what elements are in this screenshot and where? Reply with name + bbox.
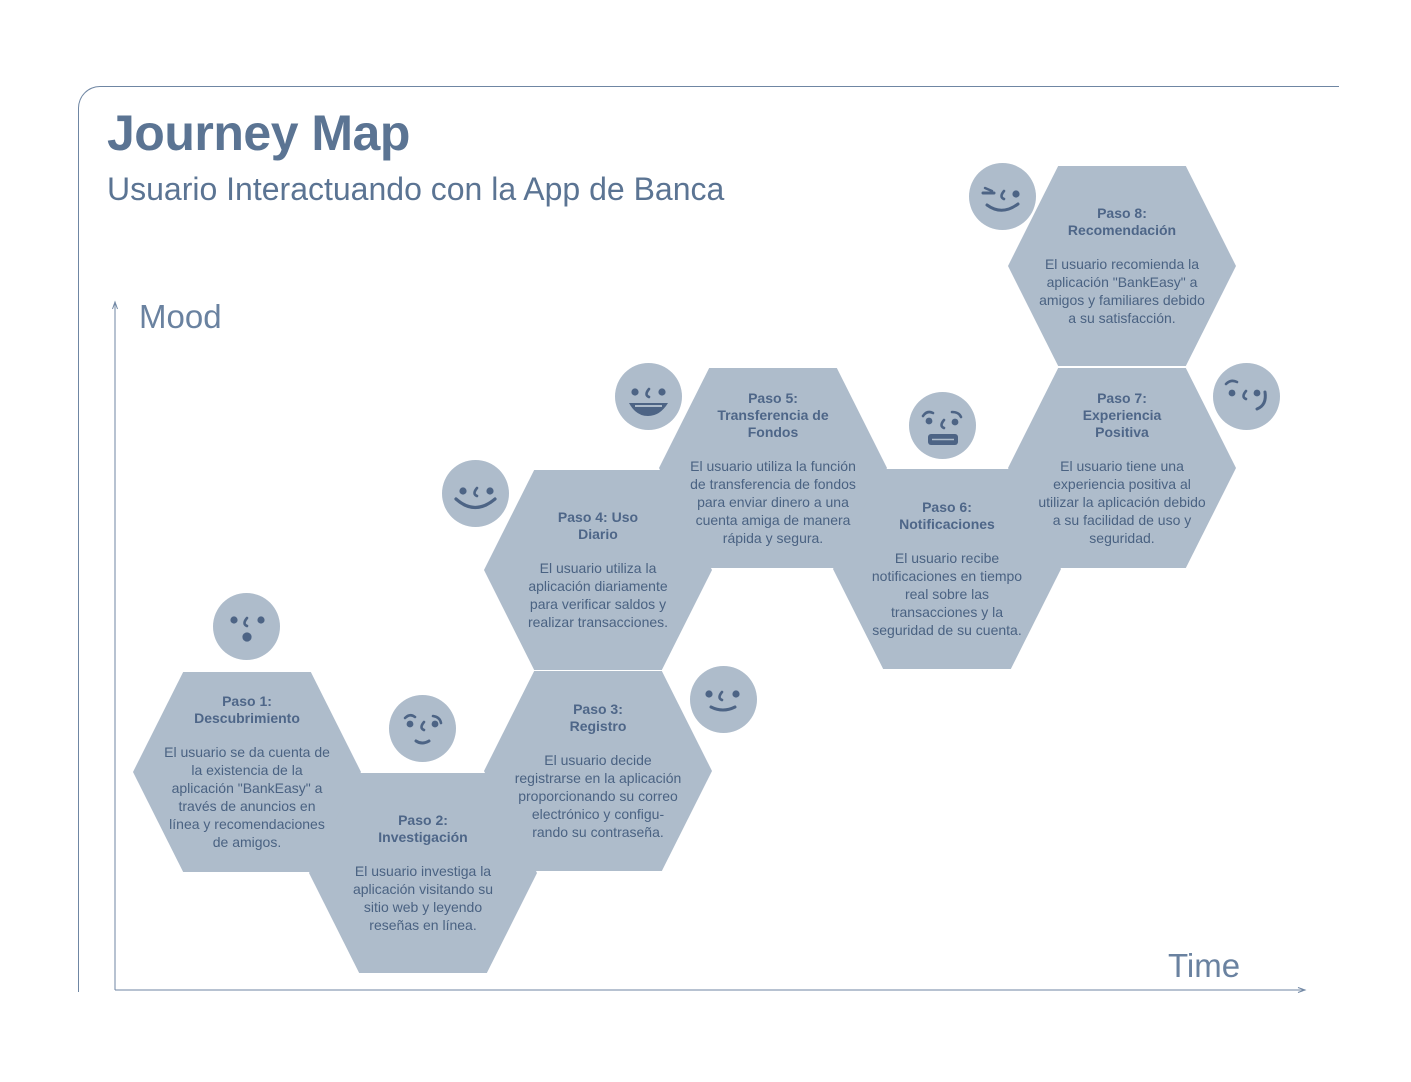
winking-face-icon xyxy=(969,163,1036,230)
grimacing-face-icon xyxy=(909,392,976,459)
step-description: El usuario se da cuenta de la existencia… xyxy=(164,744,330,850)
step-title: Paso 2:Investigación xyxy=(378,812,468,845)
smiling-face-icon xyxy=(442,460,509,527)
step-description: El usuario utiliza la función de transfe… xyxy=(690,457,856,546)
x-axis-arrowhead xyxy=(1297,987,1307,993)
content-face-icon xyxy=(690,666,757,733)
step-title: Paso 6:Notificaciones xyxy=(899,499,995,532)
surprised-face-icon xyxy=(213,593,280,660)
step-description: El usuario tiene una experiencia positiv… xyxy=(1038,457,1206,546)
step-title: Paso 3:Registro xyxy=(569,701,627,734)
step-description: El usuario investiga la aplicación visit… xyxy=(352,863,494,933)
step-1-hexagon: Paso 1:Descubrimiento El usuario se da c… xyxy=(133,672,361,872)
grinning-face-icon xyxy=(615,363,682,430)
x-axis-label: Time xyxy=(1168,947,1241,984)
smirking-face-icon xyxy=(1213,363,1280,430)
step-description: El usuario decide registrarse en la apli… xyxy=(514,752,682,840)
step-8-hexagon: Paso 8:Recomendación El usuario recomien… xyxy=(1008,166,1236,366)
page-title: Journey Map xyxy=(107,105,410,161)
step-title: Paso 1:Descubrimiento xyxy=(194,693,300,726)
step-description: El usuario utiliza la aplicación diariam… xyxy=(527,560,669,630)
neutral-face-icon xyxy=(389,695,456,762)
diagram-frame xyxy=(78,86,1339,992)
y-axis-label: Mood xyxy=(139,298,222,335)
y-axis-arrowhead xyxy=(112,300,118,310)
step-title: Paso 8:Recomendación xyxy=(1067,205,1177,238)
step-description: El usuario recomienda la aplicación "Ban… xyxy=(1039,256,1205,326)
step-description: El usuario recibe notificaciones en tiem… xyxy=(871,550,1023,638)
step-3-hexagon: Paso 3:Registro El usuario decide regist… xyxy=(484,671,712,871)
step-2-hexagon: Paso 2:Investigación El usuario investig… xyxy=(309,773,537,973)
step-6-hexagon: Paso 6:Notificaciones El usuario recibe … xyxy=(833,469,1061,669)
page-subtitle: Usuario Interactuando con la App de Banc… xyxy=(107,171,725,207)
